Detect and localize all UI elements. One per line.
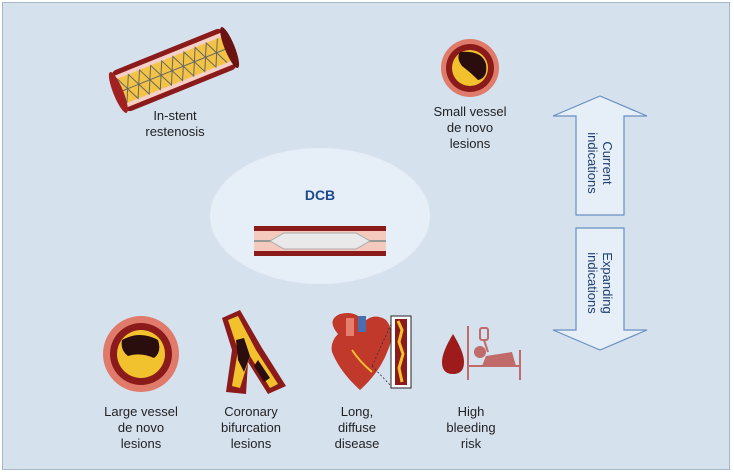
large-vessel-label: Large vessel de novo lesions bbox=[104, 404, 178, 451]
in-stent-label: In-stent restenosis bbox=[145, 108, 205, 139]
current-indications-label: Current indications bbox=[585, 132, 615, 194]
expanding-indications-label: Expanding indications bbox=[585, 252, 615, 314]
high-bleeding-label: High bleeding risk bbox=[446, 404, 496, 451]
small-vessel-label: Small vessel de novo lesions bbox=[433, 104, 507, 151]
dcb-title: DCB bbox=[304, 187, 336, 203]
long-diffuse-label: Long, diffuse disease bbox=[334, 404, 380, 451]
bifurcation-label: Coronary bifurcation lesions bbox=[221, 404, 281, 451]
figure-panel bbox=[2, 2, 730, 470]
